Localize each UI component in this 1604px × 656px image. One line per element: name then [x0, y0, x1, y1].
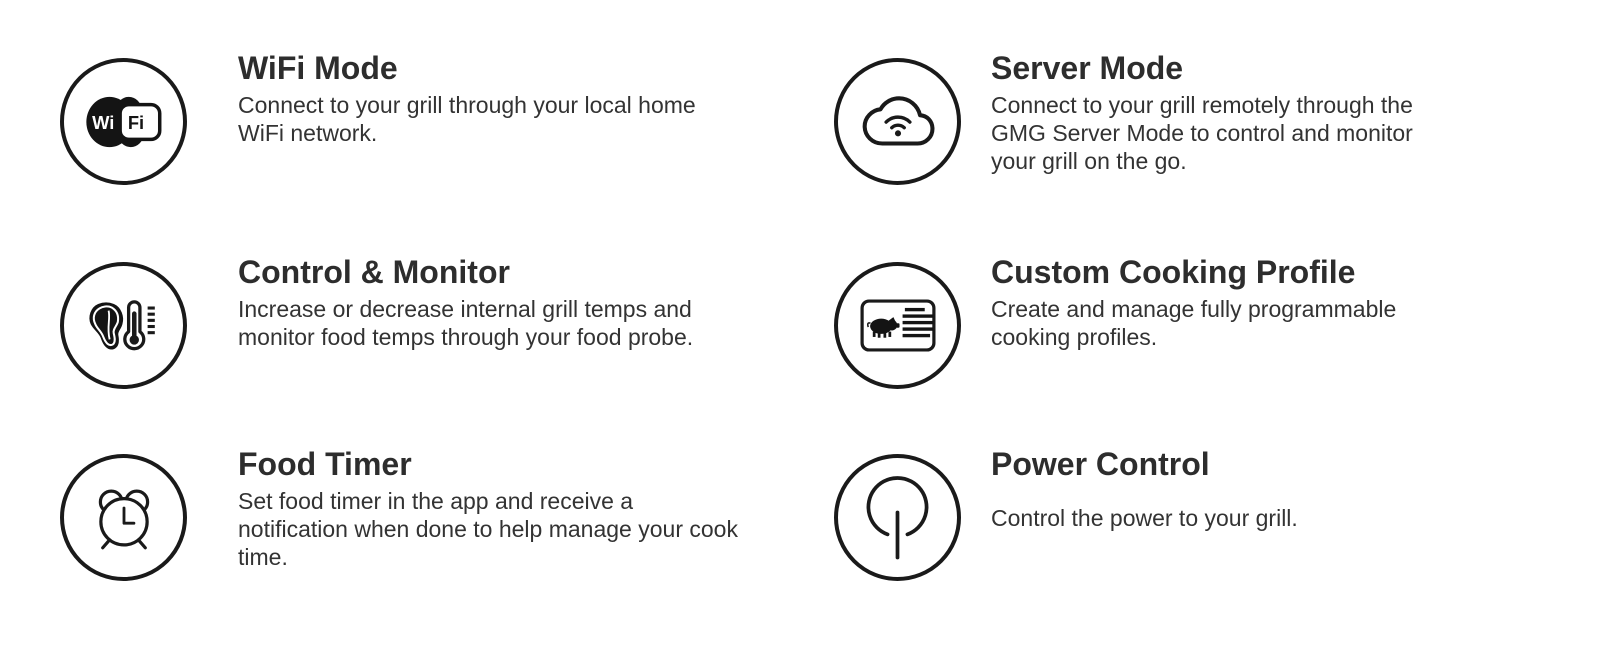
feature-description: Create and manage fully programmable coo…	[991, 296, 1397, 350]
svg-text:Wi: Wi	[92, 112, 114, 133]
feature-description: Set food timer in the app and receive a …	[238, 488, 738, 570]
icon-circle	[60, 262, 187, 389]
feature-description: Increase or decrease internal grill temp…	[238, 296, 694, 350]
steak-thermometer-icon	[88, 299, 155, 350]
feature-item-server-mode: Server Mode Connect to your grill remote…	[834, 50, 1443, 185]
feature-title: Custom Cooking Profile	[991, 254, 1356, 290]
feature-title: Food Timer	[238, 446, 412, 482]
power-symbol-icon	[866, 475, 929, 559]
icon-circle	[60, 454, 187, 581]
wifi-logo-icon: Wi Fi	[85, 96, 161, 147]
feature-item-control-monitor: Control & Monitor Increase or decrease i…	[60, 254, 738, 389]
feature-text-block: Server Mode Connect to your grill remote…	[991, 50, 1443, 175]
feature-item-food-timer: Food Timer Set food timer in the app and…	[60, 446, 738, 581]
cooking-profile-card-icon	[859, 299, 936, 352]
feature-item-power-control: Power Control Control the power to your …	[834, 446, 1443, 581]
feature-text-block: Custom Cooking Profile Create and manage…	[991, 254, 1443, 351]
feature-text-block: Control & Monitor Increase or decrease i…	[238, 254, 738, 351]
cloud-wifi-icon	[862, 96, 934, 146]
feature-title: Control & Monitor	[238, 254, 510, 290]
feature-text-block: WiFi Mode Connect to your grill through …	[238, 50, 738, 147]
icon-circle	[834, 58, 961, 185]
feature-text-block: Food Timer Set food timer in the app and…	[238, 446, 738, 571]
feature-text-block: Power Control Control the power to your …	[991, 446, 1443, 532]
feature-item-wifi-mode: Wi Fi WiFi Mode Connect to your grill th…	[60, 50, 738, 185]
svg-text:Fi: Fi	[127, 112, 143, 133]
icon-circle	[834, 262, 961, 389]
feature-description: Connect to your grill remotely through t…	[991, 92, 1413, 174]
feature-title: WiFi Mode	[238, 50, 398, 86]
icon-circle: Wi Fi	[60, 58, 187, 185]
feature-title: Server Mode	[991, 50, 1184, 86]
icon-circle	[834, 454, 961, 581]
alarm-clock-icon	[98, 488, 149, 549]
feature-description: Connect to your grill through your local…	[238, 92, 696, 146]
feature-title: Power Control	[991, 446, 1210, 482]
feature-description: Control the power to your grill.	[991, 505, 1298, 531]
feature-item-custom-cooking-profile: Custom Cooking Profile Create and manage…	[834, 254, 1443, 389]
